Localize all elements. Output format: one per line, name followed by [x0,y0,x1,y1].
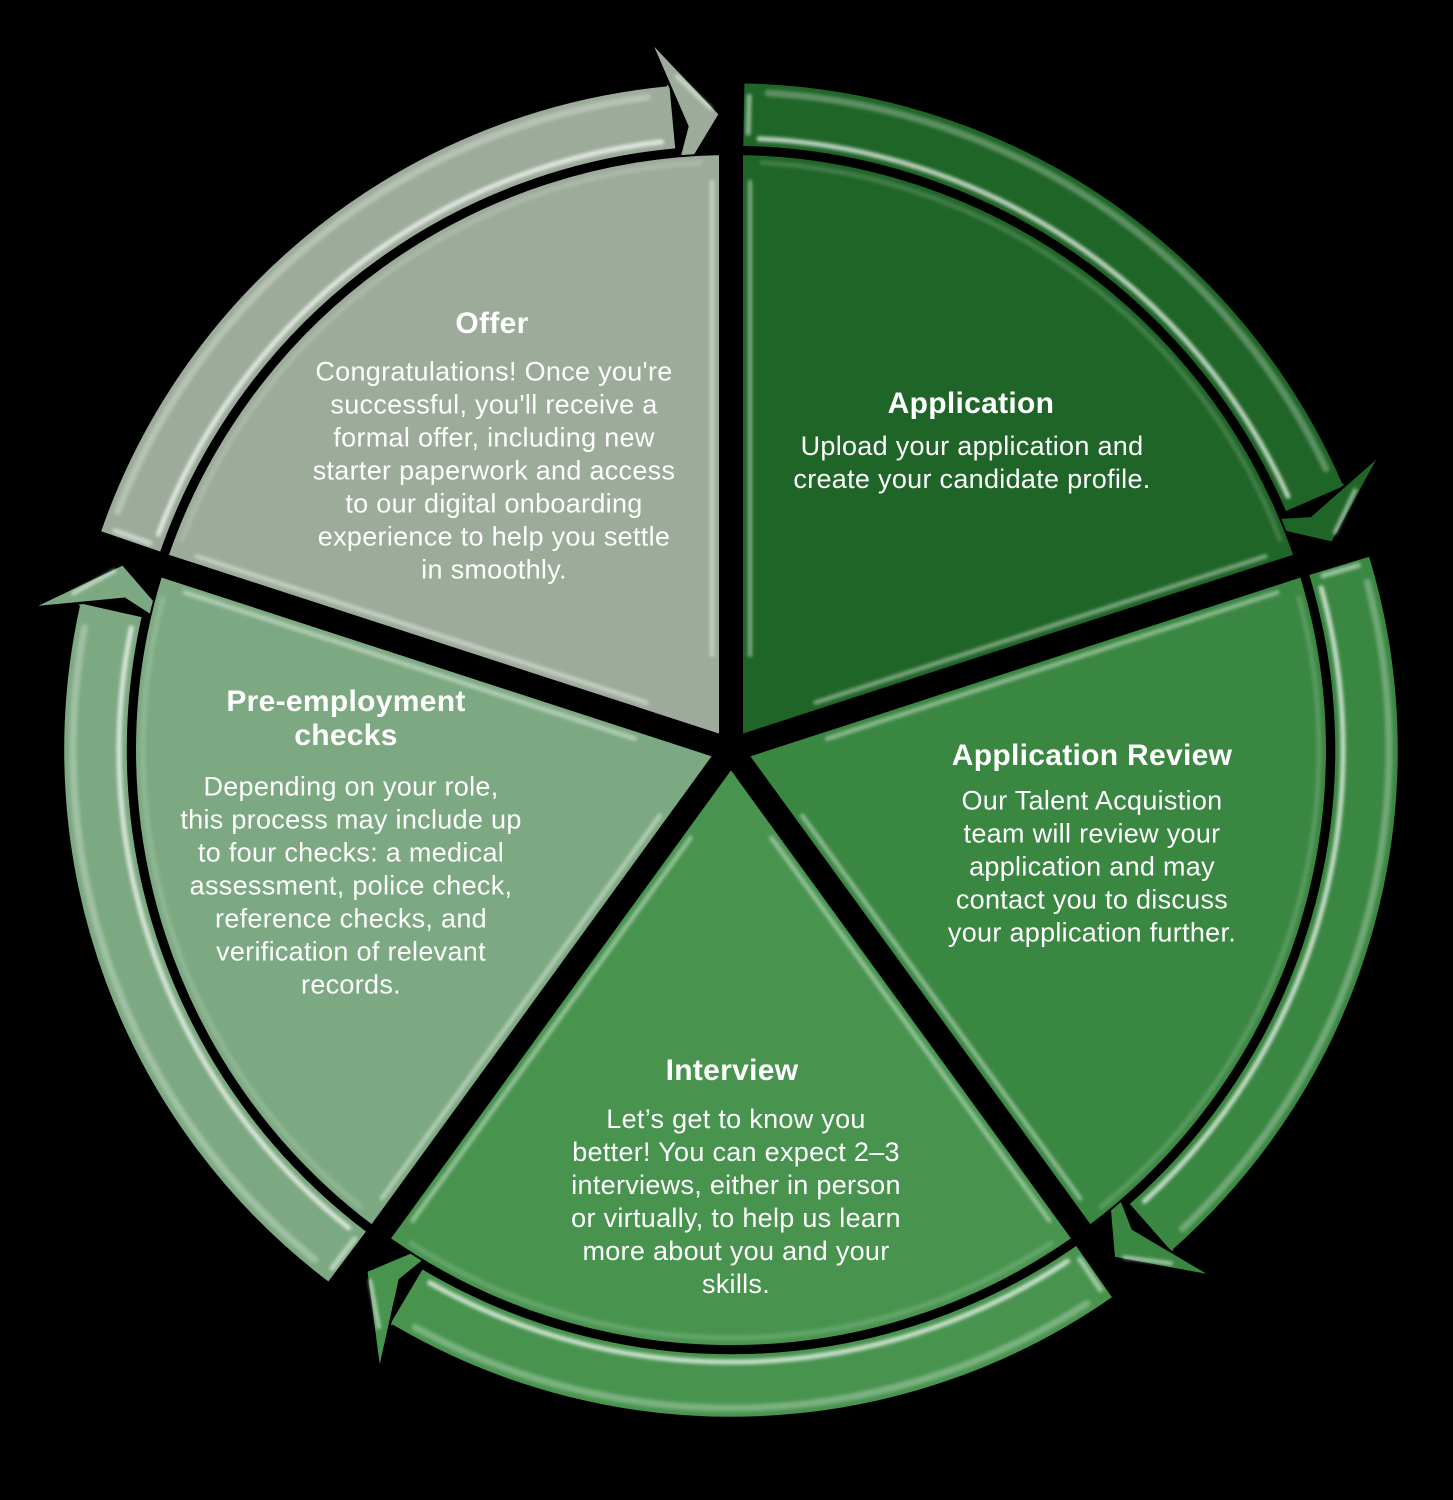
segment-title-offer: Offer [455,307,529,340]
segment-application-review [747,554,1401,1278]
segment-body-application-review: Our Talent Acquistion team will review y… [947,785,1237,948]
segment-title-pre-employment-checks: Pre-employment checks [226,685,466,752]
arrow-band-pre-employment-checks [62,603,368,1284]
arrow-band-outline-pre-employment-checks [61,605,369,1285]
gloss-highlights-pre-employment-checks [69,568,663,1271]
arrow-band-outline-application-review [1120,554,1401,1252]
segment-application [740,80,1382,737]
segment-body-application: Upload your application and create your … [793,431,1151,494]
arrow-band-outline-application [740,80,1345,522]
segment-title-interview: Interview [665,1054,799,1087]
segment-offer [98,39,722,737]
gloss-highlights-interview [368,835,1103,1412]
segment-body-pre-employment-checks: Depending on your role, this process may… [180,771,522,1000]
segment-body-offer: Congratulations! Once you're successful,… [312,356,676,585]
arrow-band-outline-offer [98,83,686,555]
wedge-pre-employment-checks [134,575,715,1228]
segment-title-application-review: Application Review [951,739,1233,772]
wedge-application-review [747,575,1328,1228]
wedge-interview [388,766,1074,1348]
segment-pre-employment-checks [30,562,715,1285]
arrow-band-outline-interview [391,1243,1115,1420]
gloss-highlights-offer [112,74,715,705]
arrow-band-application-review [1129,555,1400,1252]
gloss-highlights-application-review [799,562,1393,1266]
gloss-highlights-application [745,89,1358,705]
segment-body-interview: Let’s get to know you better! You can ex… [571,1104,901,1299]
segment-interview [364,766,1115,1420]
segment-title-application: Application [887,387,1055,420]
